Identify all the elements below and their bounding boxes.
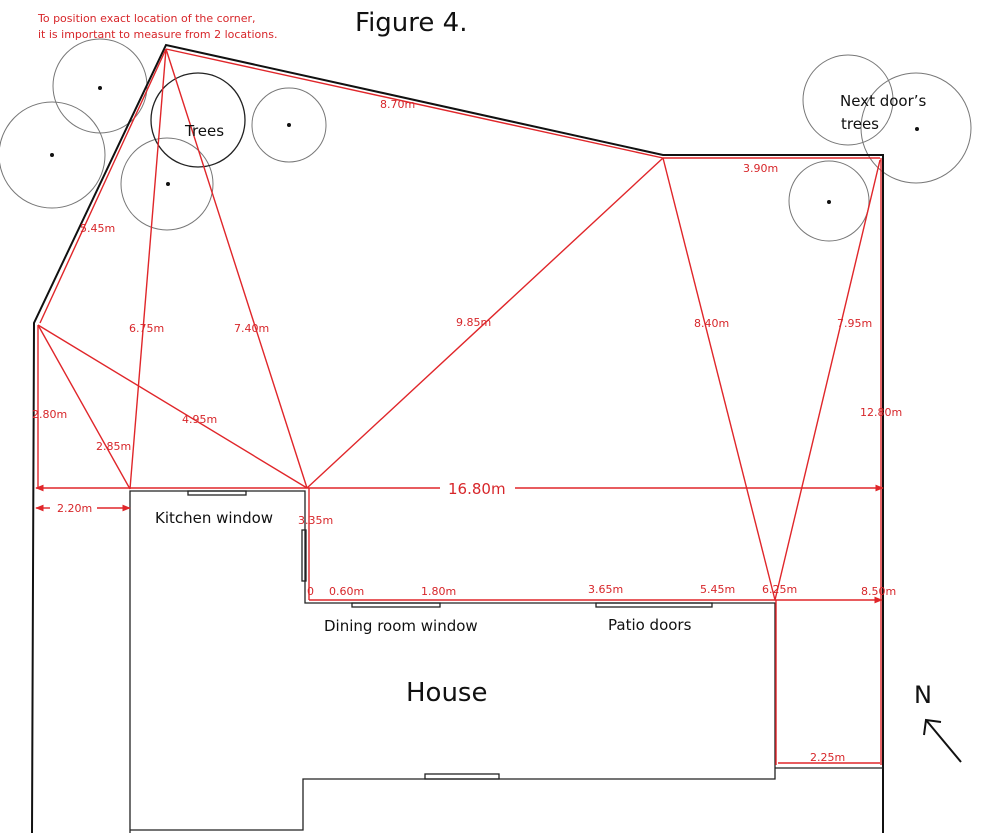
measure-6-75: 6.75m (129, 322, 164, 335)
next-door-trees-label-1: Next door’s (840, 92, 927, 110)
figure-title: Figure 4. (355, 8, 467, 38)
side-window-mark (301, 529, 307, 582)
trees-label: Trees (184, 122, 224, 140)
dining-window-mark (351, 602, 441, 608)
measure-2-25: 2.25m (810, 751, 845, 764)
note-line-2: it is important to measure from 2 locati… (38, 28, 277, 41)
measure-3-65: 3.65m (588, 583, 623, 596)
measure-0: 0 (307, 585, 314, 598)
kitchen-window-mark (187, 490, 247, 496)
measure-1-80: 1.80m (421, 585, 456, 598)
house-label: House (406, 678, 487, 708)
patio-doors-label: Patio doors (608, 616, 692, 634)
measure-8-70: 8.70m (380, 98, 415, 111)
measure-12-80: 12.80m (860, 406, 902, 419)
measure-4-95: 4.95m (182, 413, 217, 426)
measure-5-45-b: 5.45m (700, 583, 735, 596)
measure-2-85: 2.85m (96, 440, 131, 453)
measure-6-25: 6.25m (762, 583, 797, 596)
north-arrow-icon (923, 718, 962, 763)
measure-8-50: 8.50m (861, 585, 896, 598)
north-label: N (914, 681, 932, 709)
measurement-lines (35, 48, 884, 765)
note-line-1: To position exact location of the corner… (37, 12, 255, 25)
measure-16-80: 16.80m (448, 480, 506, 498)
tree-canopy (150, 72, 246, 168)
tree-canopy (860, 72, 972, 184)
measure-2-20: 2.20m (57, 502, 92, 515)
dining-window-label: Dining room window (324, 617, 478, 635)
kitchen-window-label: Kitchen window (155, 509, 273, 527)
measure-2-80: 2.80m (32, 408, 67, 421)
measure-3-35: 3.35m (298, 514, 333, 527)
garden-boundary (31, 43, 884, 833)
measure-0-60: 0.60m (329, 585, 364, 598)
tree-canopy (251, 87, 327, 163)
measure-9-85: 9.85m (456, 316, 491, 329)
house-outline (129, 490, 883, 833)
measure-8-40: 8.40m (694, 317, 729, 330)
tree-canopy (802, 54, 894, 146)
measure-7-95: 7.95m (837, 317, 872, 330)
next-door-trees-label-2: trees (841, 115, 879, 133)
measure-5-45-a: 5.45m (80, 222, 115, 235)
patio-doors-mark (595, 602, 713, 608)
measure-3-90: 3.90m (743, 162, 778, 175)
measure-7-40: 7.40m (234, 322, 269, 335)
tree-canopy (0, 101, 106, 209)
tree-canopy (120, 137, 214, 231)
trees-group (0, 38, 972, 242)
tree-canopy (788, 160, 870, 242)
rear-window-mark (424, 773, 500, 780)
